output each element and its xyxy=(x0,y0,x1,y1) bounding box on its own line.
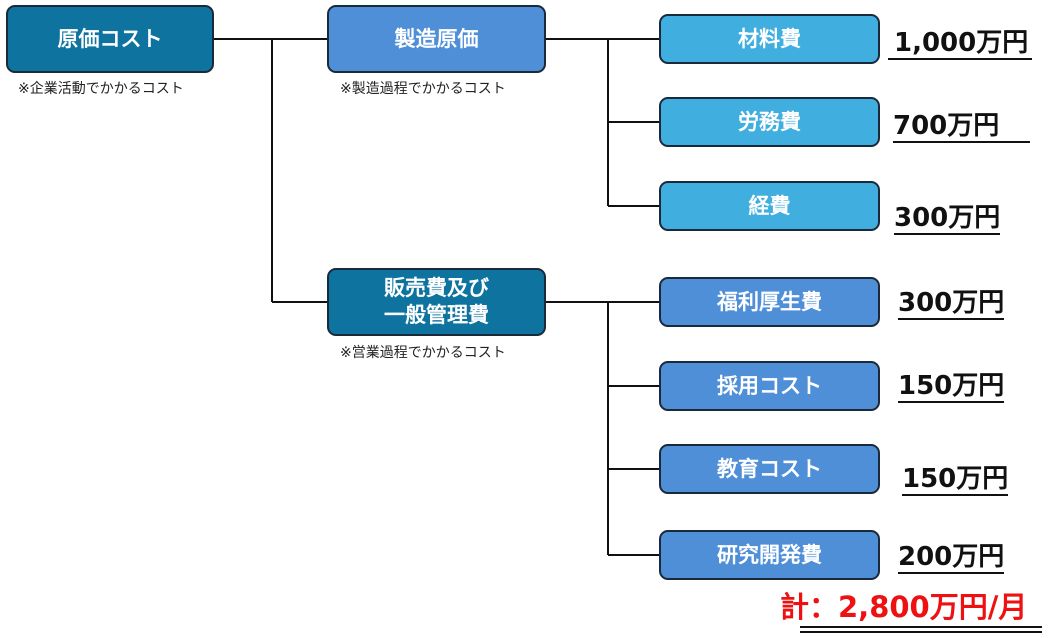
amount-labor: 700万円 xyxy=(893,111,1030,143)
item-expenses: 経費 xyxy=(659,181,880,231)
root-note: ※企業活動でかかるコスト xyxy=(18,81,184,97)
item-recruiting: 採用コスト xyxy=(659,361,880,411)
item-welfare: 福利厚生費 xyxy=(659,277,880,327)
amount-expenses: 300万円 xyxy=(894,203,1001,235)
sga-label-line2: 一般管理費 xyxy=(384,303,489,327)
item-training: 教育コスト xyxy=(659,444,880,494)
item-label: 労務費 xyxy=(738,109,801,134)
amount-recruiting: 150万円 xyxy=(898,371,1005,403)
item-label: 福利厚生費 xyxy=(717,289,822,314)
root-node: 原価コスト xyxy=(6,5,214,73)
manufacturing-note: ※製造過程でかかるコスト xyxy=(340,81,506,97)
item-label: 採用コスト xyxy=(717,373,822,398)
manufacturing-label: 製造原価 xyxy=(394,26,479,51)
total-underline-top xyxy=(800,626,1042,628)
item-label: 教育コスト xyxy=(717,456,822,481)
amount-welfare: 300万円 xyxy=(898,288,1005,320)
sga-label-line1: 販売費及び xyxy=(384,276,489,300)
sga-node: 販売費及び 一般管理費 xyxy=(327,268,546,336)
item-label: 研究開発費 xyxy=(717,542,822,567)
item-label: 経費 xyxy=(748,193,791,218)
root-label: 原価コスト xyxy=(57,26,163,51)
amount-rnd: 200万円 xyxy=(898,542,1005,574)
item-label: 材料費 xyxy=(738,26,801,51)
item-labor-cost: 労務費 xyxy=(659,97,880,147)
total-underline-bottom xyxy=(800,631,1042,633)
total-amount: 計：2,800万円/月 xyxy=(780,590,1028,624)
amount-training: 150万円 xyxy=(902,464,1009,496)
item-rnd: 研究開発費 xyxy=(659,530,880,580)
manufacturing-node: 製造原価 xyxy=(327,5,546,73)
amount-material: 1,000万円 xyxy=(888,28,1032,60)
sga-note: ※営業過程でかかるコスト xyxy=(340,345,506,361)
item-material-cost: 材料費 xyxy=(659,14,880,64)
